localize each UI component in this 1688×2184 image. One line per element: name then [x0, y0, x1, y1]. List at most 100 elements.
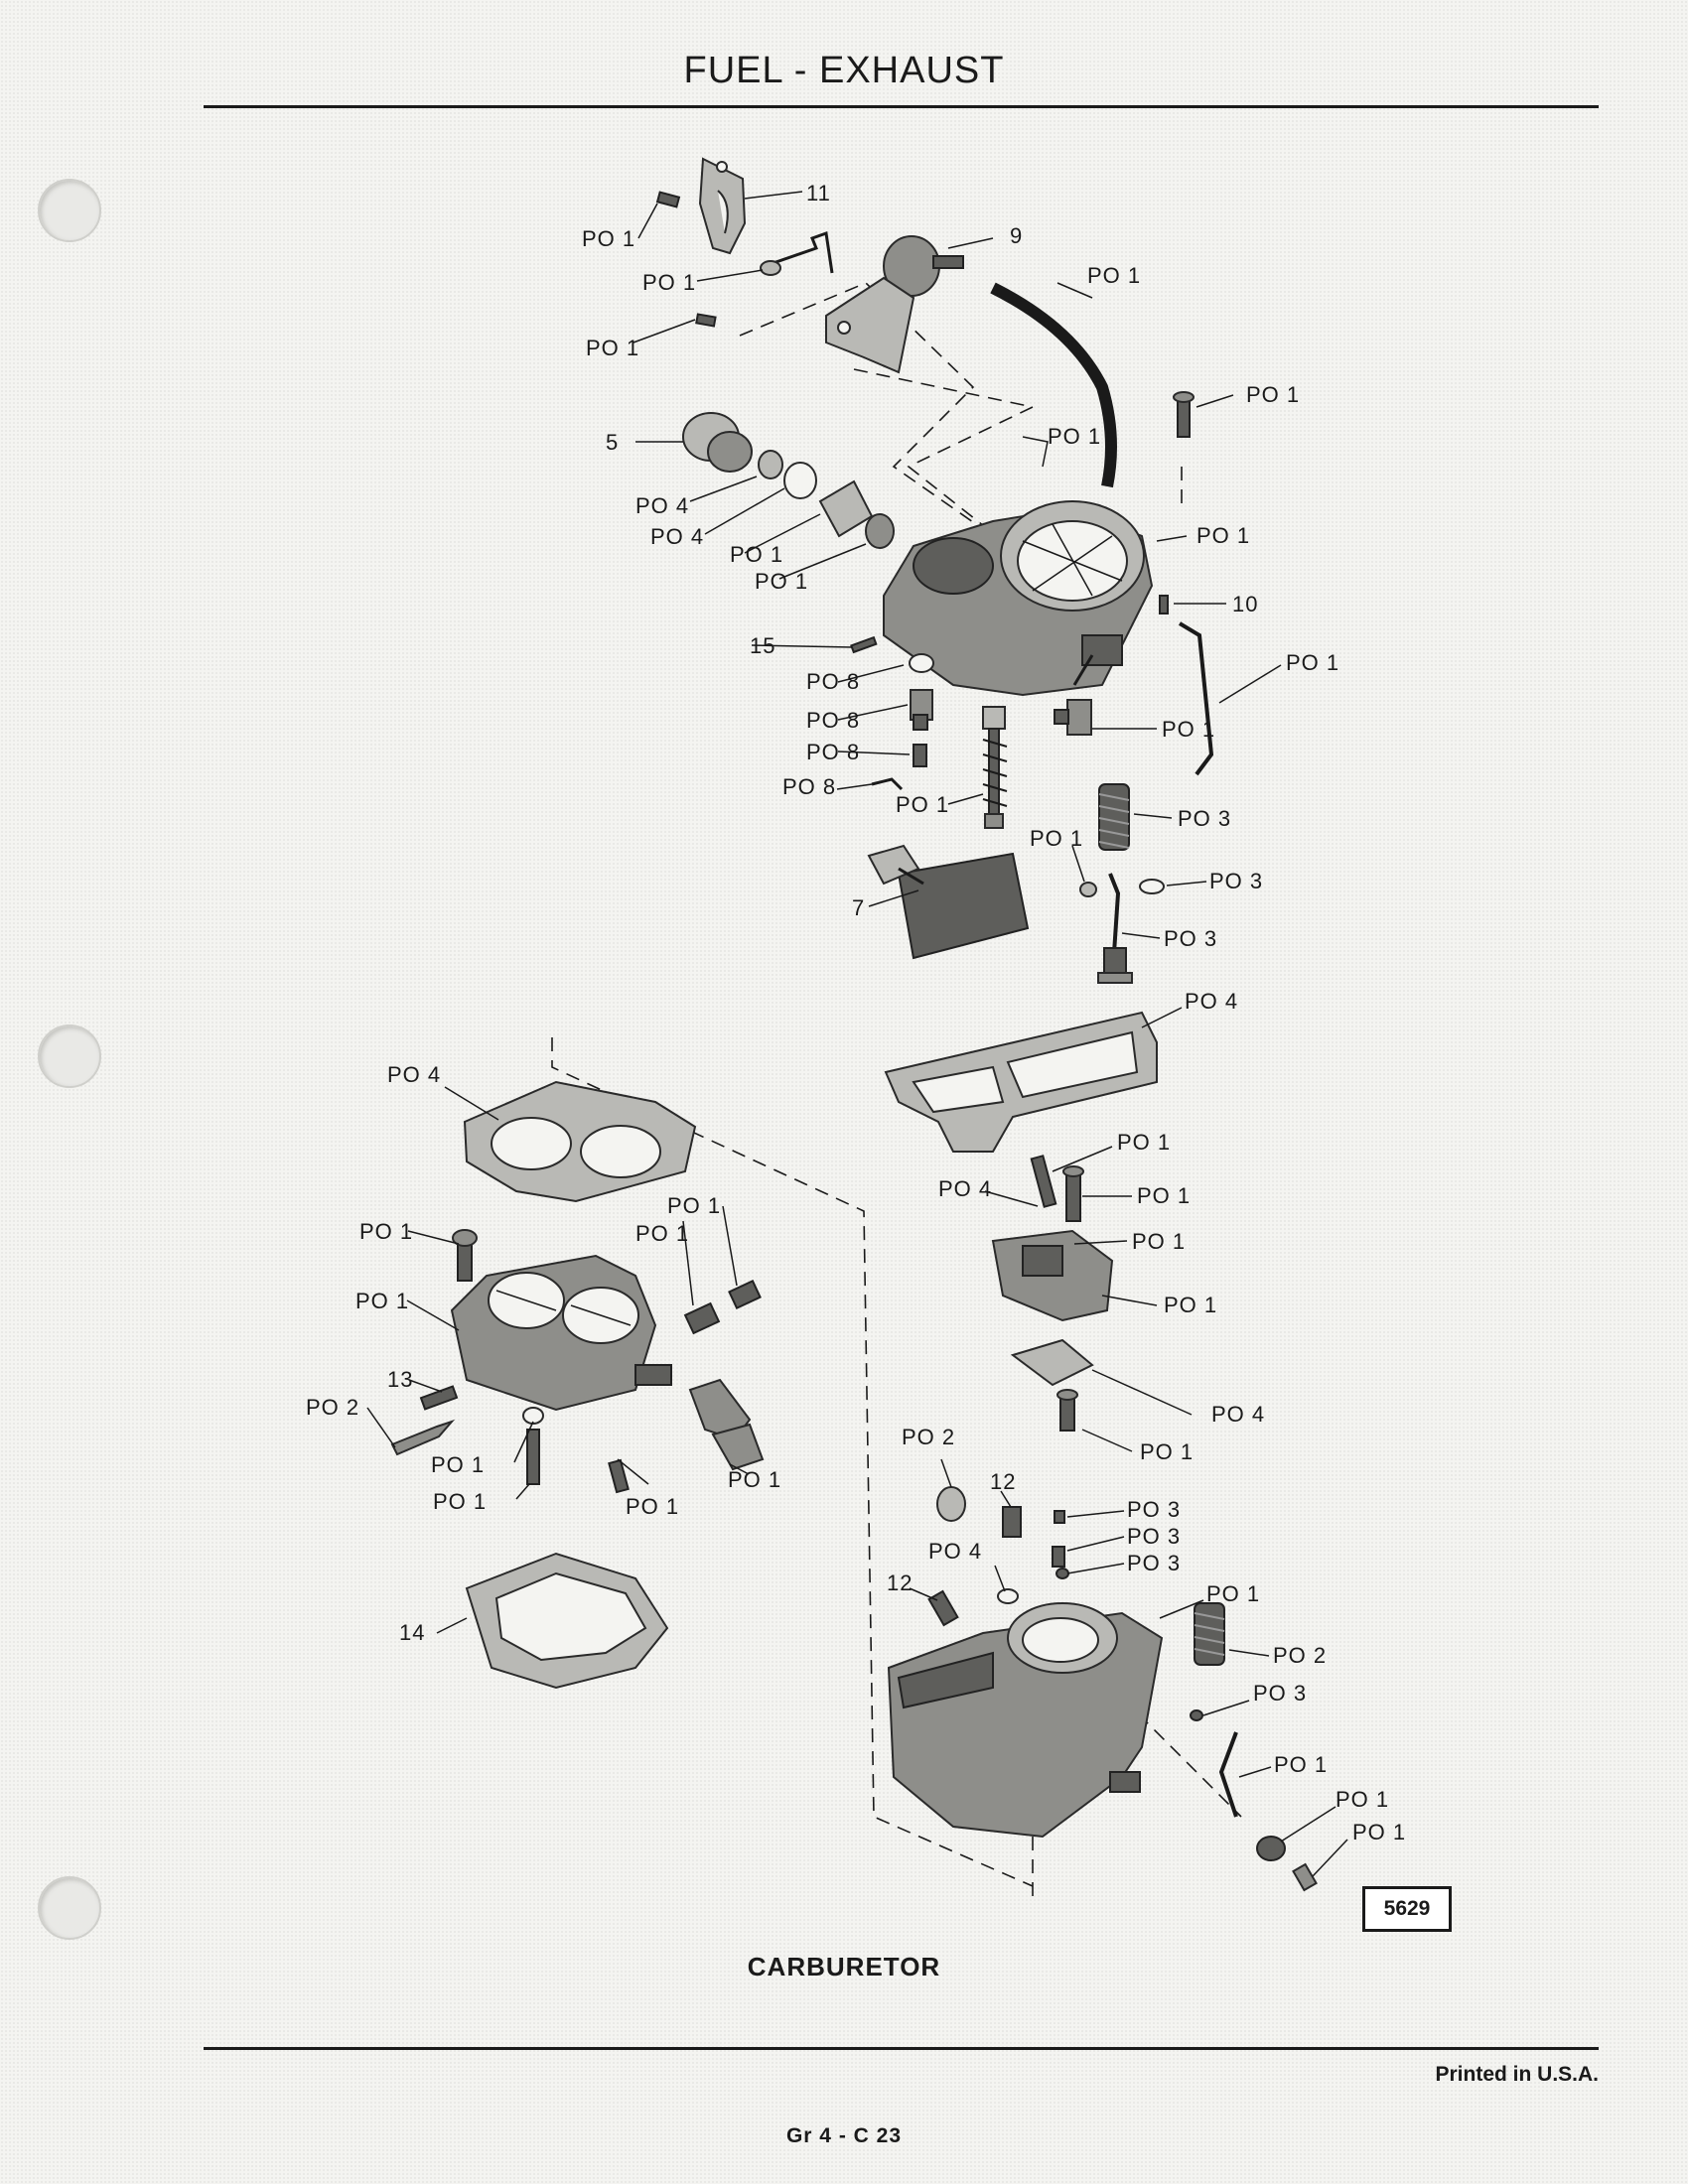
- callout-label: PO 1: [582, 226, 635, 251]
- power-piston-part: [982, 706, 1008, 829]
- callout-label: PO 2: [1273, 1643, 1327, 1668]
- choke-bracket-part: [698, 157, 747, 255]
- callout-label: PO 4: [1185, 989, 1238, 1014]
- pull-clip-part: [871, 777, 904, 791]
- callout-label: PO 1: [1117, 1130, 1171, 1155]
- washer-part: [760, 260, 781, 276]
- spring-part: [728, 1280, 762, 1309]
- callout-label: PO 1: [730, 542, 783, 567]
- callout-label: PO 4: [635, 493, 689, 518]
- gasket-part: [909, 653, 934, 673]
- callout-label: PO 1: [1030, 826, 1083, 851]
- leader-lines: [366, 191, 1348, 1877]
- callout-label: PO 1: [1048, 424, 1101, 449]
- callout-label: PO 2: [902, 1425, 955, 1449]
- callout-label: PO 1: [1087, 263, 1141, 288]
- callout-label: 12: [887, 1570, 913, 1595]
- vent-valve-part: [1054, 699, 1092, 736]
- callout-label: PO 1: [355, 1289, 409, 1313]
- retainer-part: [1079, 882, 1097, 897]
- callout-label: PO 3: [1127, 1524, 1181, 1549]
- callout-label: PO 1: [1137, 1183, 1191, 1208]
- callout-label: PO 1: [1132, 1229, 1186, 1254]
- header-rule: [204, 105, 1599, 108]
- callout-label: PO 1: [586, 336, 639, 360]
- printed-notice: Printed in U.S.A.: [1435, 2063, 1599, 2086]
- pump-spring-part: [1098, 783, 1130, 851]
- figure-caption: CARBURETOR: [747, 1952, 941, 1981]
- callout-label: PO 1: [667, 1193, 721, 1218]
- base-gasket-part: [465, 1552, 669, 1690]
- callout-label: PO 4: [928, 1539, 982, 1564]
- callout-label: PO 1: [635, 1221, 689, 1246]
- choke-gasket-part: [1010, 1338, 1094, 1387]
- footer-rule: [204, 2047, 1599, 2050]
- callout-labels: PO 1 11 PO 1 9 PO 1 PO 1 PO 1 5 PO 1 PO …: [306, 181, 1405, 1844]
- throttle-lever-part: [711, 1423, 765, 1471]
- callout-label: PO 1: [1246, 382, 1300, 407]
- pin-part: [850, 635, 878, 654]
- callout-label: PO 1: [626, 1494, 679, 1519]
- needle-seat-part: [910, 689, 933, 731]
- throttle-body-part: [450, 1254, 672, 1412]
- callout-label: PO 1: [896, 792, 949, 817]
- idle-needle-part: [390, 1419, 456, 1456]
- clip-part: [1159, 595, 1169, 614]
- callout-label: 5: [606, 430, 619, 455]
- callout-label: PO 2: [306, 1395, 359, 1420]
- callout-label: 12: [990, 1469, 1016, 1494]
- vacuum-hose-part: [990, 282, 1117, 488]
- callout-label: PO 8: [806, 708, 860, 733]
- air-horn-part: [883, 500, 1154, 697]
- figure-number-box: 5629: [1362, 1886, 1452, 1932]
- callout-label: PO 1: [1206, 1581, 1260, 1606]
- callout-label: PO 8: [806, 669, 860, 694]
- idle-screw-part: [1256, 1836, 1318, 1892]
- callout-label: PO 1: [1196, 523, 1250, 548]
- callout-label: PO 8: [782, 774, 836, 799]
- callout-label: 9: [1010, 223, 1023, 248]
- page-title: FUEL - EXHAUST: [683, 50, 1005, 91]
- callout-label: PO 1: [642, 270, 696, 295]
- binder-hole-top: [38, 179, 101, 242]
- spring-part: [683, 1301, 721, 1335]
- callout-label: 13: [387, 1367, 413, 1392]
- callout-label: PO 1: [1274, 1752, 1328, 1777]
- binder-hole-middle: [38, 1024, 101, 1088]
- callout-label: PO 1: [1164, 1293, 1217, 1317]
- callout-label: PO 3: [1127, 1497, 1181, 1522]
- fuel-filter-part: [818, 479, 895, 549]
- flange-gasket-part: [463, 1080, 697, 1203]
- callout-label: PO 1: [728, 1467, 781, 1492]
- screw-part: [608, 1458, 630, 1494]
- callout-label: PO 4: [938, 1176, 992, 1201]
- choke-housing-part: [991, 1229, 1114, 1322]
- callout-label: PO 1: [433, 1489, 487, 1514]
- screw-part: [1062, 1165, 1084, 1222]
- callout-label: 10: [1232, 592, 1258, 616]
- pump-plunger-part: [1097, 873, 1133, 984]
- pump-rod-part: [1178, 621, 1214, 776]
- spring-part: [1194, 1602, 1225, 1666]
- callout-label: PO 1: [1286, 650, 1339, 675]
- callout-label: PO 3: [1127, 1551, 1181, 1575]
- choke-rod-part: [764, 230, 834, 274]
- callout-label: PO 1: [431, 1452, 485, 1477]
- callout-label: PO 1: [359, 1219, 413, 1244]
- callout-label: PO 4: [650, 524, 704, 549]
- pump-cup-part: [1139, 879, 1165, 894]
- float-part: [867, 844, 1030, 960]
- callout-label: 14: [399, 1620, 425, 1645]
- screw-part: [452, 1229, 478, 1282]
- idle-needle-spring-part: [419, 1385, 459, 1411]
- screw-part: [655, 191, 681, 208]
- callout-label: PO 4: [1211, 1402, 1265, 1427]
- float-bowl-part: [887, 1486, 1164, 1839]
- air-horn-gasket-part: [884, 1011, 1158, 1153]
- callout-label: PO 1: [1162, 717, 1215, 742]
- page-number: Gr 4 - C 23: [785, 2124, 903, 2147]
- callout-label: PO 1: [1140, 1439, 1194, 1464]
- callout-label: PO 1: [1336, 1787, 1389, 1812]
- callout-label: 11: [806, 181, 831, 205]
